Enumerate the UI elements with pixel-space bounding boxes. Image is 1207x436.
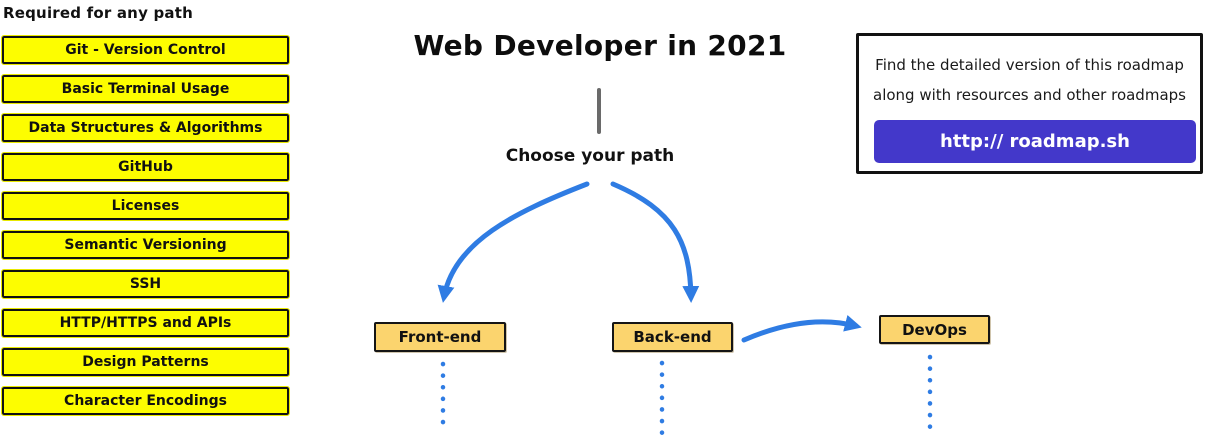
topic-box-http-https-apis[interactable]: HTTP/HTTPS and APIs <box>1 308 290 338</box>
choose-your-path-label: Choose your path <box>505 146 675 166</box>
topic-box-data-structures-algorithms[interactable]: Data Structures & Algorithms <box>1 113 290 143</box>
info-text-line-2: along with resources and other roadmaps <box>873 86 1186 104</box>
page-title: Web Developer in 2021 <box>413 29 787 62</box>
arrow-to-backend <box>610 181 700 303</box>
topic-box-basic-terminal-usage[interactable]: Basic Terminal Usage <box>1 74 290 104</box>
path-box-frontend[interactable]: Front-end <box>374 322 506 352</box>
required-path-heading: Required for any path <box>3 4 193 22</box>
connector-line <box>597 88 601 134</box>
topic-box-licenses[interactable]: Licenses <box>1 191 290 221</box>
required-topics-list: Git - Version Control Basic Terminal Usa… <box>1 35 290 416</box>
path-box-backend[interactable]: Back-end <box>612 322 733 352</box>
roadmap-sh-link-button[interactable]: http:// roadmap.sh <box>874 120 1196 163</box>
topic-box-design-patterns[interactable]: Design Patterns <box>1 347 290 377</box>
topic-box-character-encodings[interactable]: Character Encodings <box>1 386 290 416</box>
topic-box-ssh[interactable]: SSH <box>1 269 290 299</box>
info-text-line-1: Find the detailed version of this roadma… <box>875 56 1184 74</box>
path-box-devops[interactable]: DevOps <box>879 315 990 344</box>
topic-box-git-version-control[interactable]: Git - Version Control <box>1 35 290 65</box>
topic-box-github[interactable]: GitHub <box>1 152 290 182</box>
arrow-to-devops <box>741 315 862 343</box>
arrow-to-frontend <box>437 181 590 303</box>
info-box: Find the detailed version of this roadma… <box>856 33 1203 174</box>
topic-box-semantic-versioning[interactable]: Semantic Versioning <box>1 230 290 260</box>
